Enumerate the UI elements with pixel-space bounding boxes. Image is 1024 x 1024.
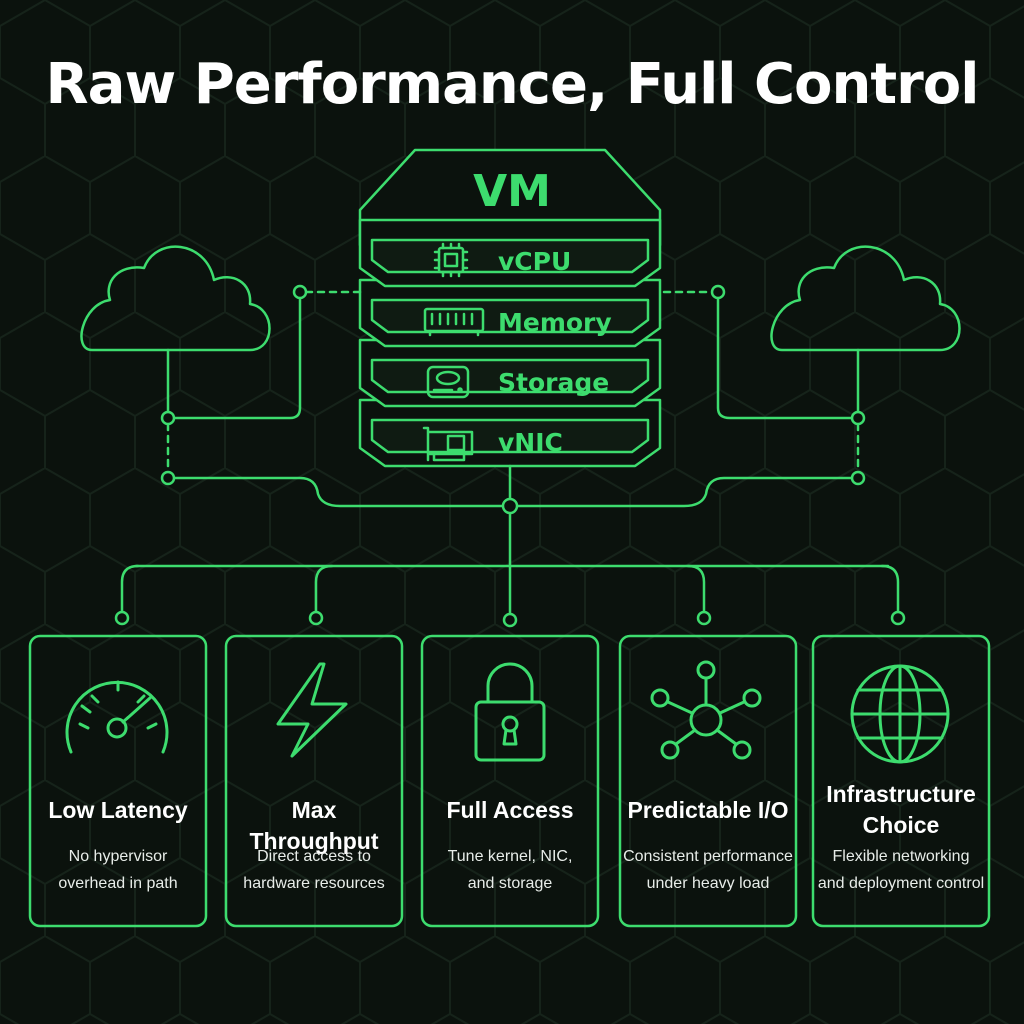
vm-layer-label-storage: Storage bbox=[498, 368, 609, 397]
feature-desc-line1-low-latency: No hypervisor bbox=[68, 848, 168, 865]
feature-desc-line2-predictable-io: under heavy load bbox=[646, 875, 770, 892]
feature-title-max-throughput: Max Throughput bbox=[249, 797, 379, 854]
globe-icon bbox=[850, 664, 950, 764]
speedometer-icon bbox=[65, 680, 169, 754]
vm-label: VM bbox=[473, 166, 551, 217]
cloud-icon-left bbox=[80, 245, 271, 352]
network-nodes-icon bbox=[650, 660, 762, 760]
feature-desc-line1-infrastructure-choice: Flexible networking bbox=[832, 848, 970, 865]
hard-drive-icon bbox=[426, 365, 470, 399]
memory-module-icon bbox=[423, 307, 485, 337]
vm-layer-vnic bbox=[358, 398, 662, 468]
feature-desc-line2-infrastructure-choice: and deployment control bbox=[817, 875, 985, 892]
feature-title-low-latency: Low Latency bbox=[48, 797, 188, 823]
feature-title-full-access: Full Access bbox=[446, 797, 574, 823]
network-card-icon bbox=[422, 426, 474, 462]
feature-card-low-latency bbox=[28, 634, 208, 928]
feature-desc-line2-full-access: and storage bbox=[467, 875, 553, 892]
feature-desc-line1-predictable-io: Consistent performance bbox=[623, 848, 793, 865]
feature-card-full-access bbox=[420, 634, 600, 928]
feature-title-line1-infrastructure-choice: Infrastructure bbox=[826, 781, 976, 807]
lightning-bolt-icon bbox=[276, 662, 348, 758]
page-title: Raw Performance, Full Control bbox=[45, 52, 980, 117]
vm-layer-label-memory: Memory bbox=[498, 308, 612, 337]
feature-desc-line1-max-throughput: Direct access to bbox=[257, 848, 371, 865]
feature-desc-line1-full-access: Tune kernel, NIC, bbox=[447, 848, 573, 865]
vm-layer-vcpu bbox=[358, 218, 662, 288]
cpu-chip-icon bbox=[433, 242, 469, 278]
feature-card-predictable-io bbox=[618, 634, 798, 928]
cloud-icon-right bbox=[770, 245, 961, 352]
feature-title-predictable-io: Predictable I/O bbox=[627, 797, 789, 823]
feature-desc-line2-low-latency: overhead in path bbox=[58, 875, 178, 892]
feature-desc-line2-max-throughput: hardware resources bbox=[243, 875, 385, 892]
feature-card-infrastructure-choice bbox=[811, 634, 991, 928]
vm-layer-label-vcpu: vCPU bbox=[498, 247, 571, 276]
vm-layer-label-vnic: vNIC bbox=[498, 428, 563, 457]
padlock-icon bbox=[474, 662, 546, 762]
feature-card-max-throughput bbox=[224, 634, 404, 928]
feature-title-line2-infrastructure-choice: Choice bbox=[862, 812, 940, 838]
